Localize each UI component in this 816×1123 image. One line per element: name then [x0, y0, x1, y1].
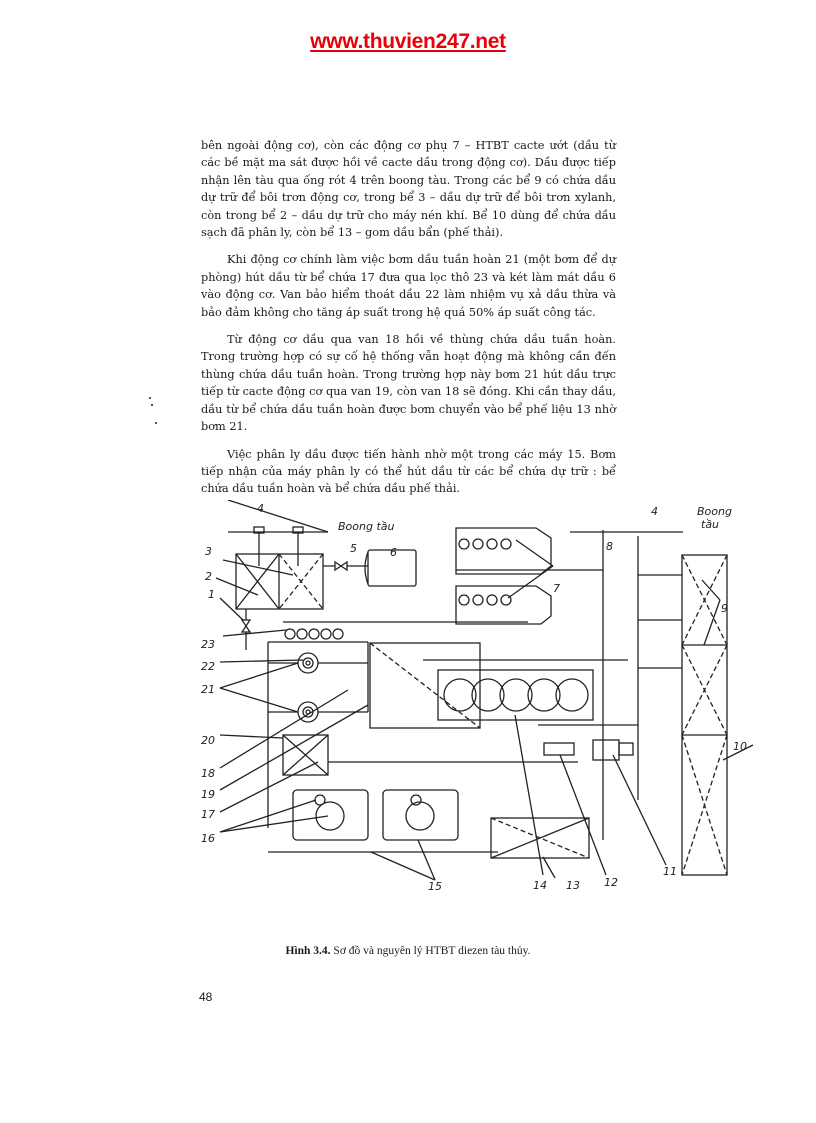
deck-label-right-1: Boong — [697, 505, 732, 518]
label-22: 22 — [201, 660, 215, 673]
label-7: 7 — [553, 582, 560, 595]
label-23: 23 — [201, 638, 215, 651]
caption-prefix: Hình 3.4. — [285, 945, 331, 957]
label-8: 8 — [606, 540, 613, 553]
label-4: 4 — [257, 502, 264, 515]
margin-mark — [149, 397, 151, 399]
watermark-link[interactable]: www.thuvien247.net — [310, 30, 506, 53]
label-5: 5 — [350, 542, 357, 555]
label-16: 16 — [201, 832, 215, 845]
lubrication-system-diagram: 4 Boong tầu Boong tầu 4 8 3 2 5 6 7 9 1 … — [198, 499, 778, 900]
label-4b: 4 — [651, 505, 658, 518]
label-12: 12 — [604, 876, 618, 889]
label-10: 10 — [733, 740, 747, 753]
figure-caption: Hình 3.4. Sơ đồ và nguyên lý HTBT diezen… — [0, 945, 816, 957]
margin-mark — [151, 404, 153, 406]
label-21: 21 — [201, 683, 215, 696]
page-number: 48 — [199, 990, 213, 1004]
label-2: 2 — [205, 570, 212, 583]
label-6: 6 — [390, 546, 397, 559]
label-13: 13 — [566, 879, 580, 892]
deck-label-right-2: tầu — [701, 518, 719, 531]
schematic-drawing — [215, 499, 754, 881]
diagram-labels: 4 Boong tầu Boong tầu 4 8 3 2 5 6 7 9 1 … — [201, 502, 747, 893]
deck-label-left: Boong tầu — [338, 520, 395, 533]
label-18: 18 — [201, 767, 215, 780]
label-11: 11 — [663, 865, 677, 878]
paragraph-1: bên ngoài động cơ), còn các động cơ phụ … — [201, 139, 616, 240]
margin-mark — [155, 422, 157, 424]
label-1: 1 — [208, 588, 215, 601]
label-3: 3 — [205, 545, 212, 558]
body-text: bên ngoài động cơ), còn các động cơ phụ … — [201, 137, 616, 508]
label-17: 17 — [201, 808, 215, 821]
label-15: 15 — [428, 880, 442, 893]
label-20: 20 — [201, 734, 215, 747]
paragraph-3: Từ động cơ dầu qua van 18 hồi về thùng c… — [201, 333, 616, 434]
label-14: 14 — [533, 879, 547, 892]
label-19: 19 — [201, 788, 215, 801]
paragraph-4: Việc phân ly dầu được tiến hành nhờ một … — [201, 447, 616, 496]
paragraph-2: Khi động cơ chính làm việc bơm dầu tuần … — [201, 253, 616, 319]
caption-text: Sơ đồ và nguyên lý HTBT diezen tàu thủy. — [333, 945, 531, 957]
label-9: 9 — [721, 602, 728, 615]
